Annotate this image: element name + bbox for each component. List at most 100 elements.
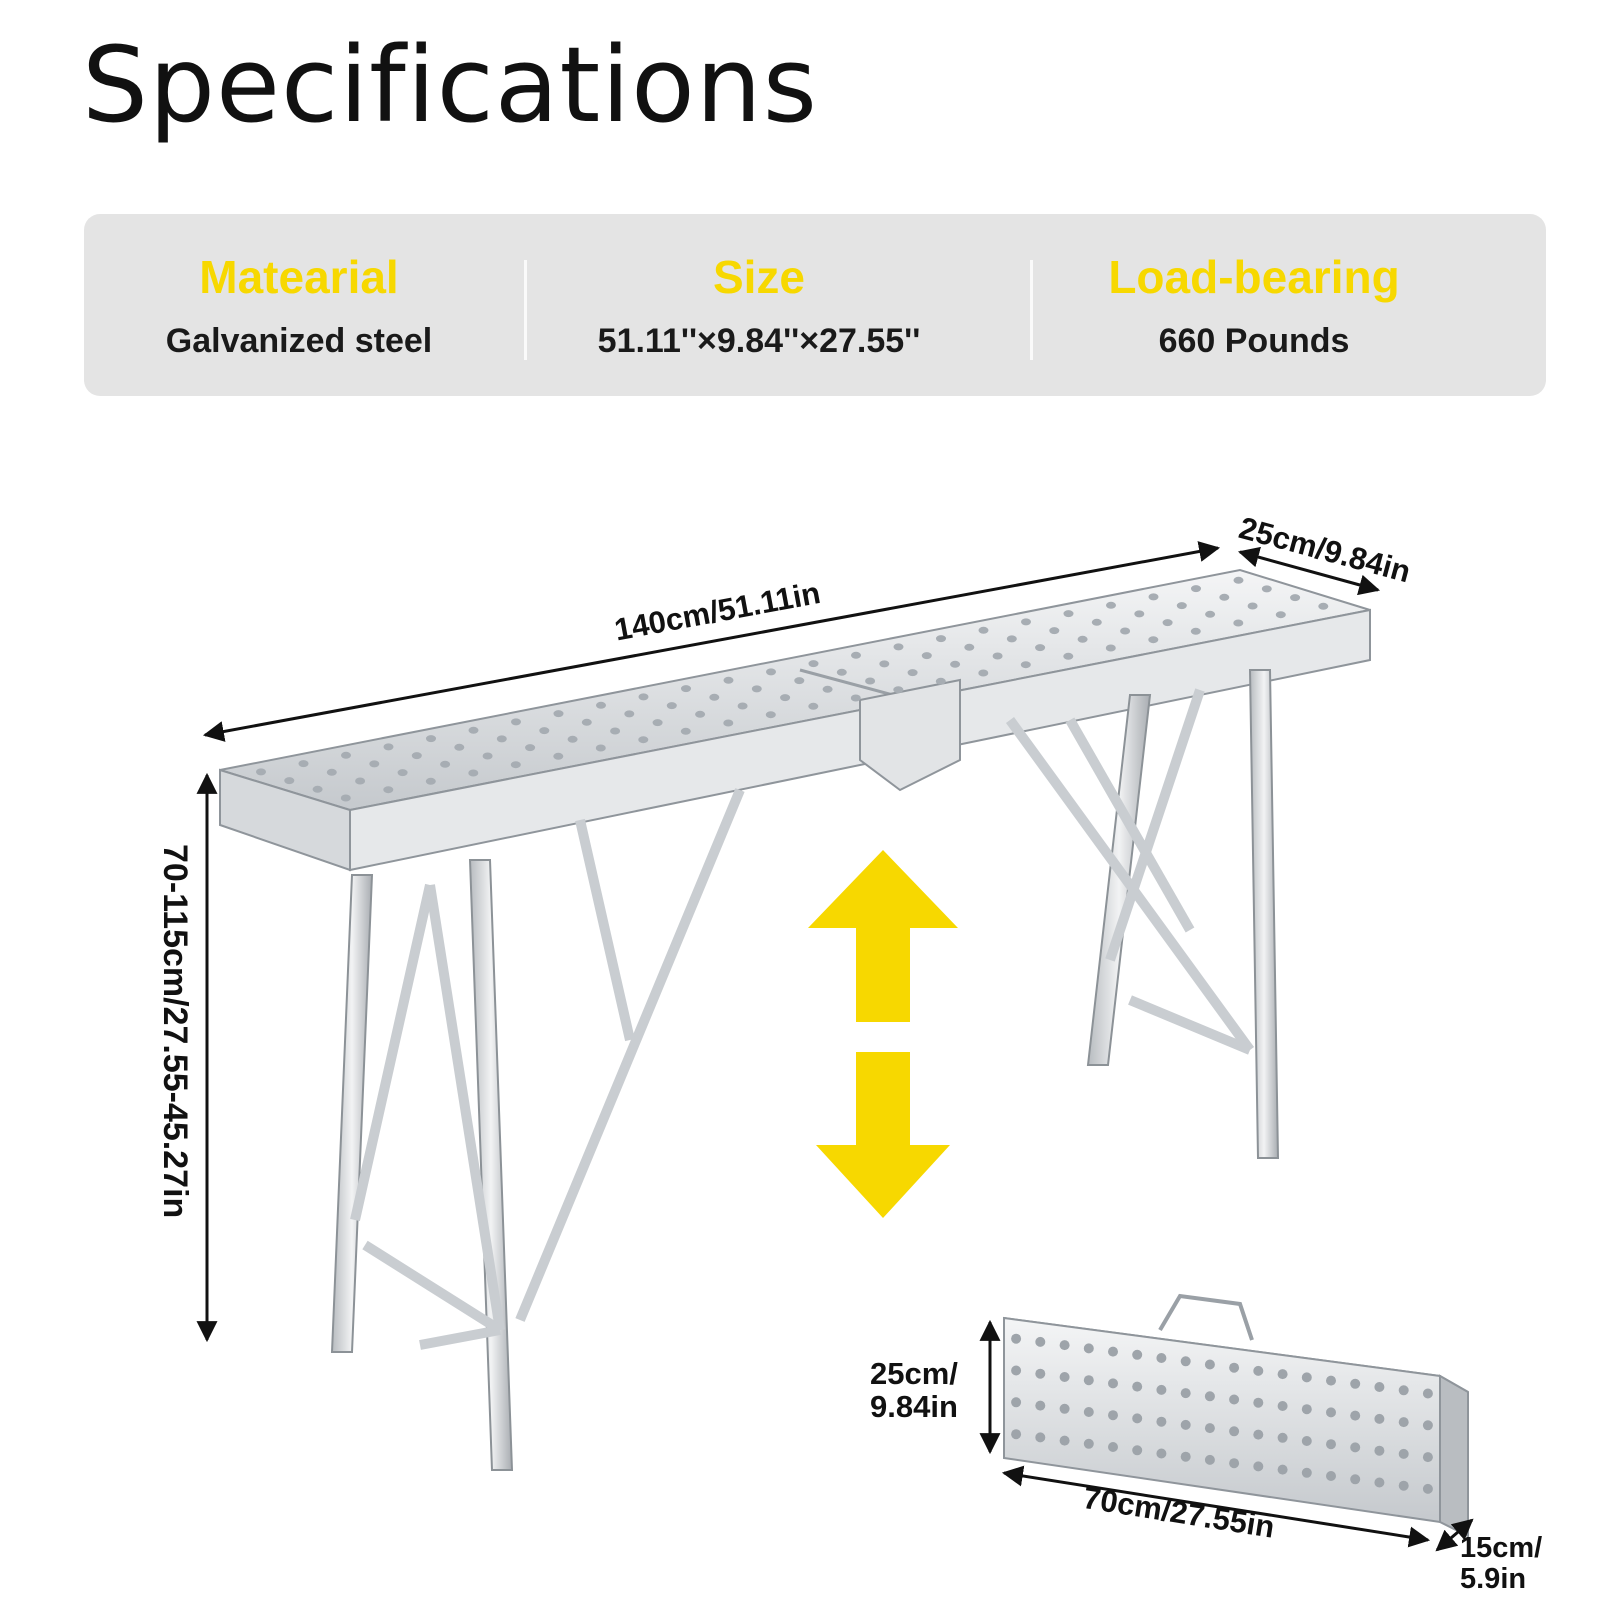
length-arrow (202, 541, 1221, 742)
folded-hole (1059, 1340, 1070, 1351)
folded-hole (1277, 1401, 1288, 1411)
folded-hole (1035, 1336, 1046, 1347)
platform-hole (638, 693, 649, 701)
platform-hole (326, 768, 337, 776)
platform-hole (1219, 593, 1230, 601)
folded-hole (1083, 1438, 1094, 1449)
folded-hole (1277, 1464, 1288, 1475)
platform-hole (312, 785, 323, 793)
platform-hole (794, 677, 805, 685)
spec-divider (1030, 260, 1033, 360)
platform (219, 568, 1371, 872)
spec-load-label: Load-bearing (1108, 251, 1400, 303)
folded-hole (1326, 1471, 1336, 1481)
height-label: 70-115cm/27.55-45.27in (156, 844, 194, 1219)
spec-panel: Matearial Galvanized steel Size 51.11''×… (84, 214, 1546, 396)
platform-hole (1261, 585, 1272, 593)
spec-size-label: Size (712, 251, 806, 303)
spec-material: Matearial Galvanized steel (84, 214, 514, 396)
platform-hole (1176, 602, 1187, 610)
folded-hole (1035, 1368, 1046, 1379)
platform-hole (284, 777, 295, 785)
platform-hole (411, 752, 422, 760)
platform-hole (1233, 576, 1244, 584)
folded-hole (1350, 1474, 1361, 1485)
platform-hole (1191, 585, 1201, 593)
folded-hole (1011, 1365, 1022, 1376)
platform-hole (808, 660, 819, 668)
platform-hole (751, 685, 762, 693)
spec-load: Load-bearing 660 Pounds (1034, 214, 1474, 396)
platform-hole (1063, 652, 1074, 660)
platform-hole (978, 669, 989, 677)
folded-length-arrow (1001, 1465, 1431, 1548)
platform-hole (737, 702, 748, 710)
folded-hole (1083, 1375, 1094, 1386)
folded-hole (1180, 1451, 1191, 1462)
folded-hole (1326, 1439, 1336, 1450)
platform-hole (496, 735, 507, 743)
folded-hole (1204, 1454, 1215, 1465)
folded-hole (1011, 1397, 1022, 1408)
platform-hole (440, 760, 451, 768)
platform-hole (298, 760, 309, 768)
platform-hole (383, 786, 394, 794)
platform-hole (1035, 644, 1046, 652)
platform-hole (893, 643, 904, 651)
folded-hole (1180, 1388, 1191, 1399)
folded-hole (1398, 1480, 1409, 1491)
platform-hole (624, 710, 635, 718)
platform-hole (1290, 594, 1301, 602)
platform-hole (510, 761, 521, 769)
platform-hole (936, 635, 946, 643)
folded-hole (1301, 1436, 1312, 1446)
folded-hole (1132, 1381, 1143, 1392)
platform-hole (950, 660, 961, 668)
platform-hole (1162, 619, 1173, 627)
folded-hole (1059, 1435, 1070, 1446)
platform-hole (1148, 593, 1159, 601)
folded-hole (1180, 1356, 1191, 1367)
folded-height-line1: 25cm/ (870, 1356, 958, 1391)
platform-hole (341, 751, 351, 759)
folded-bench (1003, 1293, 1469, 1538)
folded-hole (1253, 1461, 1264, 1472)
platform-hole (595, 744, 606, 752)
spec-material-value: Galvanized steel (165, 322, 433, 360)
folded-hole (1350, 1410, 1361, 1421)
platform-hole (907, 669, 918, 677)
folded-depth-arrow (1435, 1518, 1474, 1552)
platform-hole (468, 726, 479, 734)
platform-hole (1020, 661, 1031, 669)
platform-hole (1275, 611, 1286, 619)
folded-hole (1083, 1407, 1094, 1417)
folded-hole (1180, 1419, 1191, 1430)
folded-hole (1374, 1445, 1385, 1456)
folded-hole (1204, 1391, 1215, 1402)
folded-depth-line2: 5.9in (1460, 1563, 1527, 1595)
platform-hole (454, 743, 465, 751)
platform-hole (1006, 635, 1017, 643)
platform-hole (369, 760, 380, 768)
platform-hole (1134, 610, 1145, 618)
folded-hole (1398, 1417, 1409, 1428)
platform-hole (567, 735, 578, 743)
folded-hole (1326, 1375, 1336, 1386)
spec-size-value: 51.11''×9.84''×27.55'' (597, 322, 921, 360)
spec-divider (524, 260, 527, 360)
folded-depth-line1: 15cm/ (1460, 1532, 1543, 1564)
spec-material-label: Matearial (199, 251, 399, 303)
folded-hole (1059, 1403, 1070, 1414)
folded-hole (1350, 1378, 1361, 1389)
platform-hole (1247, 602, 1258, 610)
platform-hole (808, 702, 819, 710)
platform-hole (355, 777, 366, 785)
platform-hole (340, 794, 351, 802)
folded-hole (1301, 1404, 1312, 1415)
platform-hole (652, 719, 663, 727)
platform-hole (709, 693, 720, 701)
width-arrow (1237, 546, 1381, 596)
platform-hole (511, 718, 521, 726)
folded-hole (1398, 1385, 1409, 1396)
